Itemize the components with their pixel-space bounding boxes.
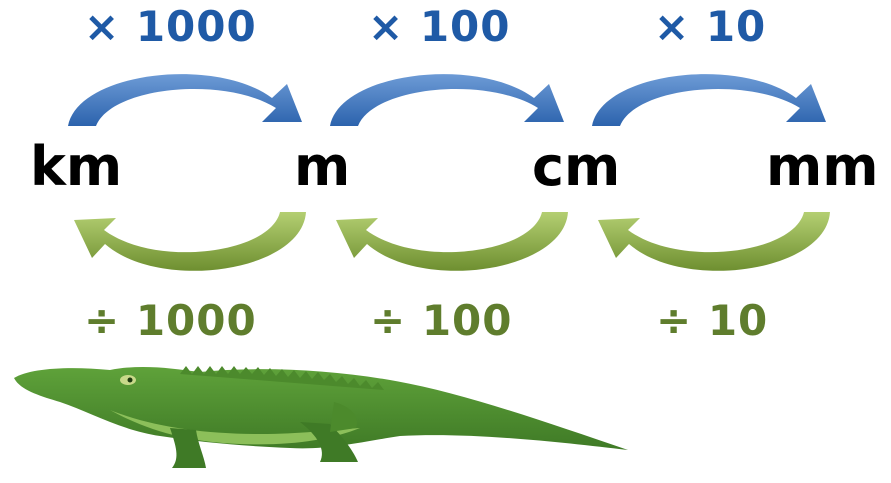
unit-mm: mm: [766, 135, 879, 198]
unit-km: km: [30, 135, 123, 198]
multiply-arrow-cm-mm: [592, 74, 826, 126]
crocodile-icon: [14, 366, 628, 468]
multiply-label-cm-mm: × 10: [654, 2, 767, 51]
divide-label-mm-cm: ÷ 10: [656, 296, 769, 345]
conversion-arrows: [68, 74, 830, 271]
divide-arrow-cm-m: [336, 212, 568, 271]
multiply-arrow-m-cm: [330, 74, 564, 126]
multiply-label-km-m: × 1000: [84, 2, 257, 51]
divide-arrow-mm-cm: [598, 212, 830, 271]
divide-label-m-km: ÷ 1000: [84, 296, 257, 345]
divide-label-cm-m: ÷ 100: [370, 296, 513, 345]
divide-arrow-m-km: [74, 212, 306, 271]
multiply-label-m-cm: × 100: [368, 2, 511, 51]
unit-m: m: [294, 135, 351, 198]
unit-cm: cm: [532, 135, 621, 198]
multiply-arrow-km-m: [68, 74, 302, 126]
